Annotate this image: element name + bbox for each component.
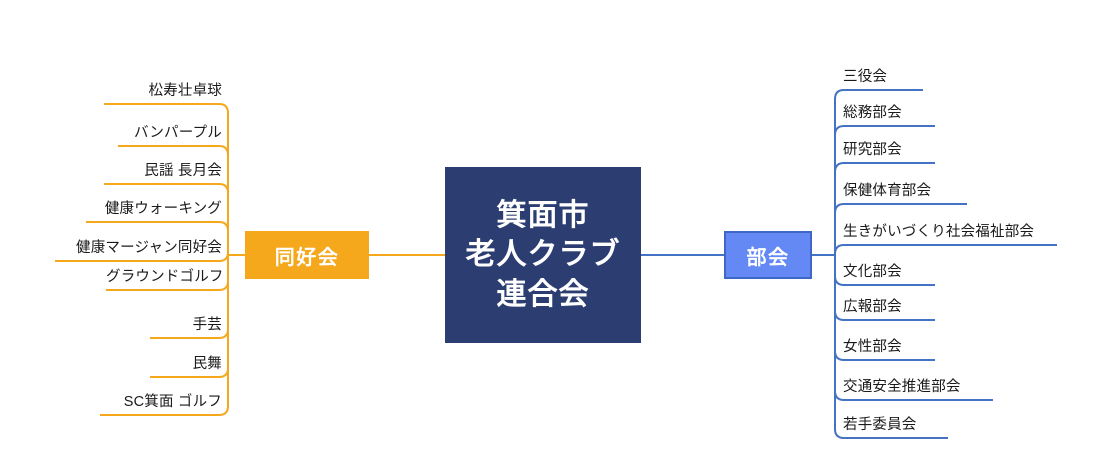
branch-node-right[interactable]: 部会	[724, 231, 812, 279]
leaf-label[interactable]: 三役会	[843, 69, 888, 85]
leaf-label[interactable]: 若手委員会	[843, 417, 917, 433]
leaf-connector	[834, 244, 1057, 255]
root-node-line: 老人クラブ	[465, 238, 621, 272]
root-node-line: 連合会	[496, 277, 590, 311]
branch-node-left[interactable]: 同好会	[245, 231, 369, 279]
root-node-line: 箕面市	[496, 198, 590, 232]
leaf-label[interactable]: 女性部会	[843, 339, 902, 355]
leaf-label[interactable]: SC箕面 ゴルフ	[123, 394, 222, 410]
leaf-label[interactable]: バンパープル	[133, 125, 222, 141]
leaf-label[interactable]: 文化部会	[843, 264, 902, 280]
leaf-label[interactable]: 松寿壮卓球	[148, 83, 222, 99]
leaf-label[interactable]: 生きがいづくり社会福祉部会	[843, 224, 1035, 240]
leaf-label[interactable]: 手芸	[192, 317, 222, 333]
leaf-label[interactable]: 広報部会	[843, 299, 902, 315]
root-node[interactable]: 箕面市老人クラブ連合会	[445, 167, 641, 343]
leaf-label[interactable]: 民謡 長月会	[144, 163, 222, 179]
leaf-label[interactable]: グラウンドゴルフ	[106, 269, 224, 285]
leaf-connector	[834, 162, 935, 255]
leaf-label[interactable]: 総務部会	[843, 105, 902, 121]
leaf-label[interactable]: 保健体育部会	[843, 183, 932, 199]
leaf-label[interactable]: 研究部会	[843, 142, 902, 158]
leaf-label[interactable]: 健康ウォーキング	[104, 201, 222, 217]
leaf-label[interactable]: 交通安全推進部会	[843, 379, 961, 395]
leaf-label[interactable]: 民舞	[192, 356, 222, 372]
leaf-label[interactable]: 健康マージャン同好会	[76, 240, 222, 256]
